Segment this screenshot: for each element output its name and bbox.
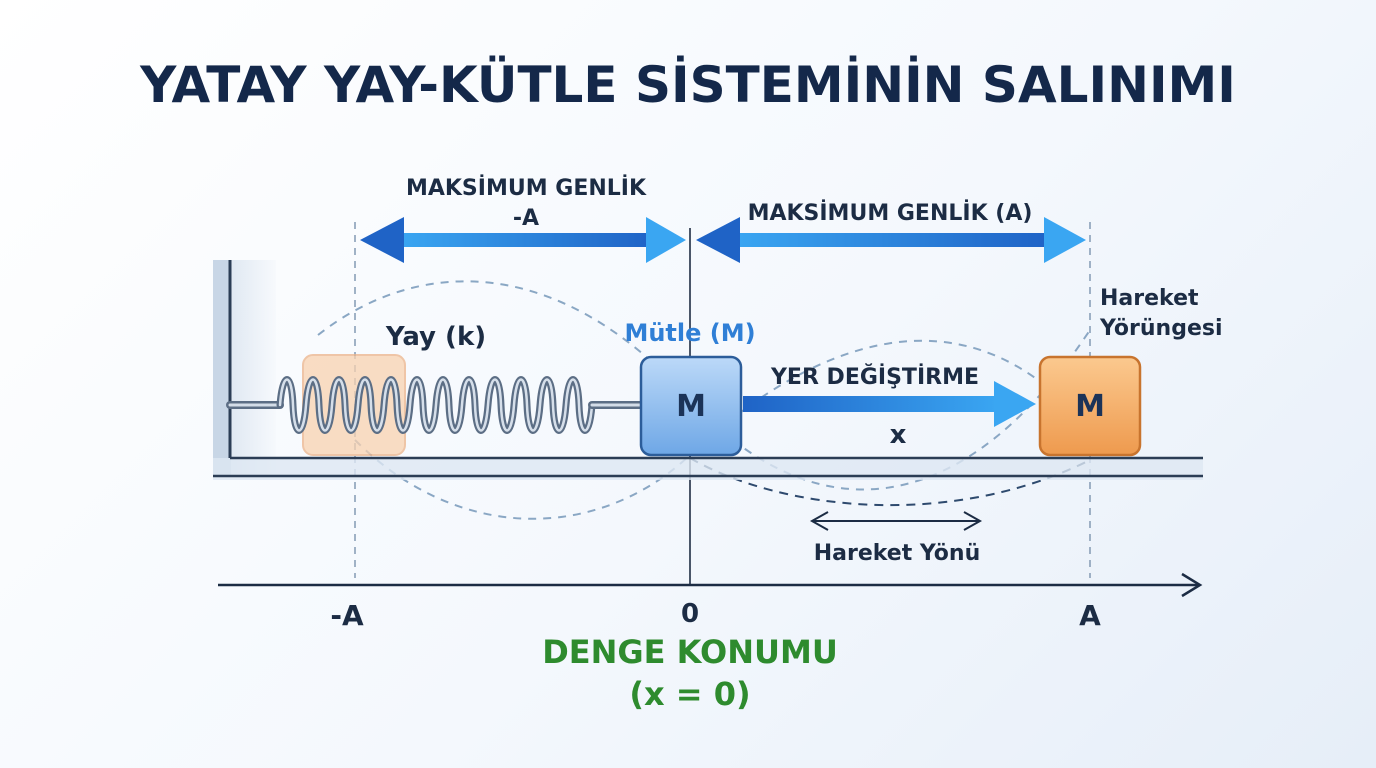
displacement-arrow: [743, 381, 1036, 427]
equilibrium-formula: (x = 0): [629, 675, 750, 713]
trajectory-label-line2: Yörüngesi: [1099, 316, 1223, 341]
page-title: YATAY YAY-KÜTLE SİSTEMİNİN SALINIMI: [139, 55, 1236, 114]
right-amplitude-label: MAKSİMUM GENLİK (A): [748, 200, 1033, 226]
equilibrium-label: DENGE KONUMU: [542, 633, 838, 671]
mass-label: Mütle (M): [624, 319, 755, 347]
displacement-symbol: x: [890, 420, 907, 450]
left-amplitude-label: MAKSİMUM GENLİK: [406, 175, 647, 201]
axis-tick-zero: 0: [681, 599, 699, 629]
floor: [213, 456, 1203, 480]
mass-block: M: [639, 355, 743, 457]
spring-label: Yay (k): [385, 322, 486, 352]
mass-letter-displaced: M: [1075, 389, 1105, 424]
right-amplitude-arrow: [696, 217, 1086, 263]
wall: [213, 260, 276, 475]
mass-letter: M: [676, 389, 706, 424]
axis-tick-neg-a: -A: [330, 599, 364, 632]
position-axis: [218, 572, 1203, 598]
direction-label: Hareket Yönü: [814, 541, 981, 566]
spring: [226, 376, 646, 434]
displacement-label: YER DEĞİŞTİRME: [770, 364, 979, 390]
left-amplitude-symbol: -A: [513, 206, 539, 231]
left-amplitude-arrow: [360, 217, 686, 263]
mass-block-displaced: M: [1038, 355, 1142, 457]
axis-tick-a: A: [1079, 599, 1101, 632]
trajectory-label: Hareket: [1100, 286, 1199, 311]
direction-arrow: [809, 511, 983, 531]
